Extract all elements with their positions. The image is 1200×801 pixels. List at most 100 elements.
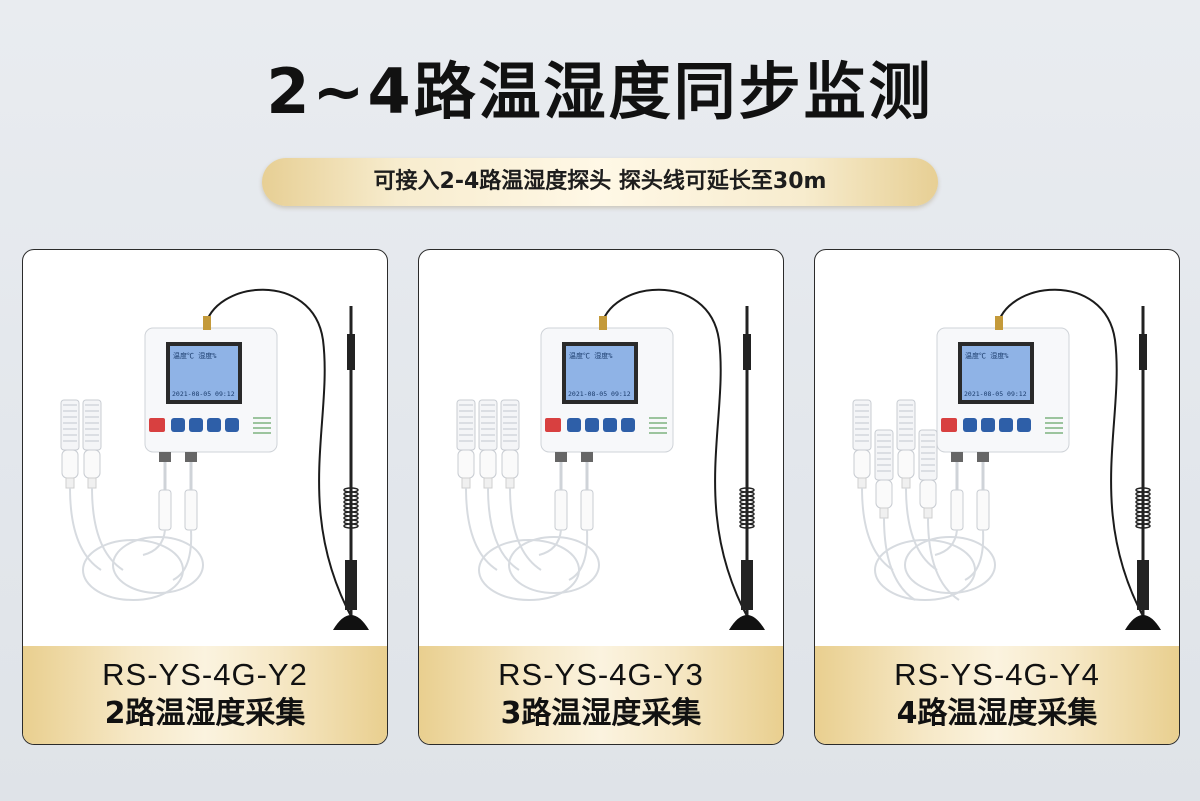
lcd-screen [566,346,634,400]
lcd-header: 温度℃ 湿度% [965,351,1009,360]
antenna-segment [345,560,357,610]
product-model: RS-YS-4G-Y2 [102,657,308,692]
product-card-y4[interactable]: 温度℃ 湿度% 2021-08-05 09:12 RS-YS-4G-Y4 4路温湿… [814,249,1180,745]
subtitle-banner: 可接入2-4路温湿度探头 探头线可延长至30m [262,158,938,206]
antenna-segment [347,334,355,370]
cable [934,529,958,556]
product-card-y2[interactable]: 温度℃ 湿度% 2021-08-05 09:12 RS-YS-4G-Y2 2路温湿… [22,249,388,745]
product-label: RS-YS-4G-Y3 3路温湿度采集 [419,646,783,744]
device-button [207,418,221,432]
probe-sensor [852,399,872,489]
product-model: RS-YS-4G-Y4 [894,657,1100,692]
cable-gland [555,452,567,462]
cable-coil [478,539,580,601]
lcd-screen [962,346,1030,400]
probe-cable [91,487,124,571]
antenna-cable [204,288,354,621]
brand-logo [545,418,561,432]
lcd-datetime: 2021-08-05 09:12 [568,390,631,398]
probe-cable [927,517,960,601]
device-button [963,418,977,432]
cable-connector [554,489,568,531]
lcd-header: 温度℃ 湿度% [173,351,217,360]
cable-gland [159,452,171,462]
probe-sensor [896,399,916,489]
antenna-segment [1139,334,1147,370]
cable-coil [112,536,204,594]
product-description: 2路温湿度采集 [104,696,306,731]
cable-gland [185,452,197,462]
antenna-cable [996,288,1146,621]
cable-connector [950,489,964,531]
device-button [189,418,203,432]
antenna-segment [741,560,753,610]
product-image: 温度℃ 湿度% 2021-08-05 09:12 [852,288,1161,630]
cable [964,529,985,581]
cable-gland [951,452,963,462]
product-label: RS-YS-4G-Y4 4路温湿度采集 [815,646,1179,744]
cable-coil [874,539,976,601]
product-description: 3路温湿度采集 [500,696,702,731]
device-button [621,418,635,432]
cable-connector [184,489,198,531]
probe-cable [69,487,102,571]
cable [538,529,562,556]
cable-connector [580,489,594,531]
lcd-header: 温度℃ 湿度% [569,351,613,360]
cable [142,529,166,556]
device-button [981,418,995,432]
cable-coil [82,539,184,601]
antenna-base [1125,615,1161,630]
antenna-coil [1135,523,1151,529]
product-image: 温度℃ 湿度% 2021-08-05 09:12 [456,288,765,630]
probe-sensor [456,399,476,489]
antenna-segment [743,334,751,370]
brand-logo [941,418,957,432]
device-button [999,418,1013,432]
lcd-screen [170,346,238,400]
device-button [171,418,185,432]
probe-sensor [82,399,102,489]
cable-connector [976,489,990,531]
cable [568,529,589,581]
lcd-datetime: 2021-08-05 09:12 [172,390,235,398]
device-button [1017,418,1031,432]
antenna-connector [995,316,1003,330]
antenna-coil [343,523,359,529]
product-model: RS-YS-4G-Y3 [498,657,704,692]
cable-connector [158,489,172,531]
probe-cable [883,517,916,601]
probe-cable [905,487,938,571]
product-image: 温度℃ 湿度% 2021-08-05 09:12 [60,288,369,630]
probe-cable [487,487,520,571]
probe-sensor [60,399,80,489]
antenna-coil [739,523,755,529]
probe-sensor [478,399,498,489]
device-button [585,418,599,432]
cable [172,529,193,581]
cable-coil [508,536,600,594]
page-title: 2~4路温湿度同步监测 [266,55,934,128]
antenna-segment [1137,560,1149,610]
antenna-connector [203,316,211,330]
probe-cable [861,487,894,571]
antenna-connector [599,316,607,330]
probe-cable [509,487,542,571]
product-card-y3[interactable]: 温度℃ 湿度% 2021-08-05 09:12 RS-YS-4G-Y3 3路温湿… [418,249,784,745]
probe-sensor [500,399,520,489]
antenna-base [729,615,765,630]
probe-cable [465,487,498,571]
device-button [603,418,617,432]
lcd-datetime: 2021-08-05 09:12 [964,390,1027,398]
device-button [225,418,239,432]
cable-gland [977,452,989,462]
brand-logo [149,418,165,432]
product-description: 4路温湿度采集 [896,696,1098,731]
device-button [567,418,581,432]
product-label: RS-YS-4G-Y2 2路温湿度采集 [23,646,387,744]
probe-sensor [874,429,894,519]
antenna-cable [600,288,750,621]
antenna-base [333,615,369,630]
probe-sensor [918,429,938,519]
cable-gland [581,452,593,462]
